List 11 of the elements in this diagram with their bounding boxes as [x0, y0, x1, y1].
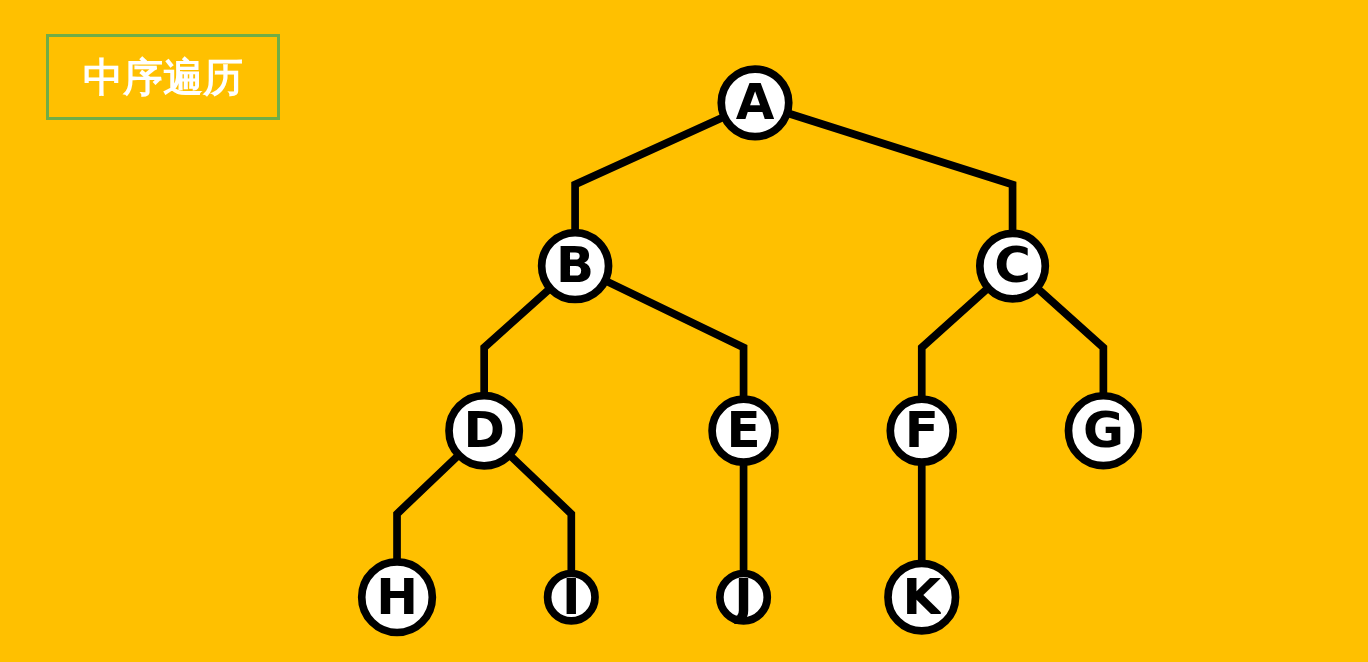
node-circle: E: [708, 395, 779, 466]
node-circle: K: [884, 559, 960, 635]
node-circle: D: [445, 391, 524, 470]
title: 中序遍历: [46, 34, 280, 120]
node-circle: G: [1064, 391, 1143, 470]
node-circle: I: [543, 569, 599, 625]
node-circle: F: [886, 395, 958, 466]
node-circle: C: [976, 229, 1050, 303]
node-circle: B: [537, 228, 613, 304]
node-circle: A: [717, 65, 793, 141]
node-circle: H: [357, 558, 437, 637]
